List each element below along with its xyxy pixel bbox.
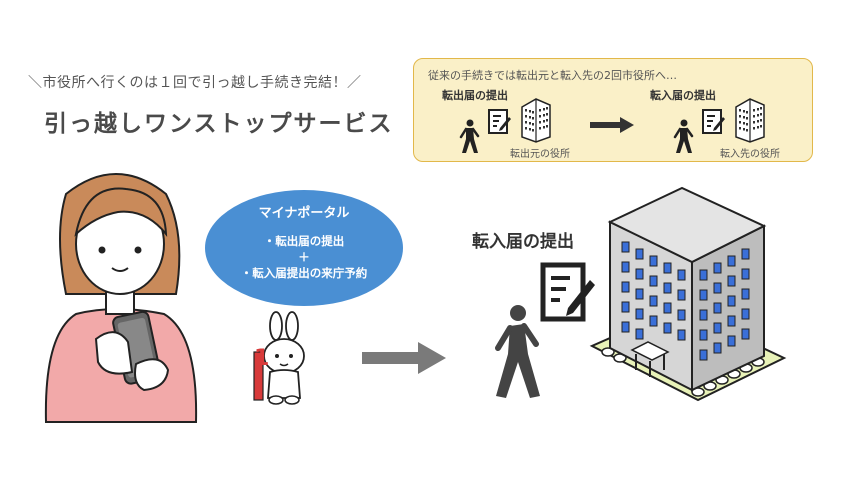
mynaportal-line-move-out: ・転出届の提出: [263, 234, 345, 248]
move-out-office-caption: 転出元の役所: [510, 149, 570, 160]
city-office-building-icon-2: [735, 98, 765, 143]
move-in-label: 転入届の提出: [472, 232, 574, 252]
city-office-building-icon: [521, 98, 551, 143]
woman-with-smartphone-illustration: [44, 173, 198, 423]
page-title: 引っ越しワンストップサービス: [44, 111, 394, 137]
catchphrase: ＼市役所へ行くのは１回で引っ越し手続き完結！／: [28, 75, 362, 91]
mynaportal-plus: ＋: [298, 250, 310, 264]
walking-person-icon-2: [673, 119, 694, 153]
city-office-building-large-illustration: [589, 186, 787, 402]
old-procedure-note: 従来の手続きでは転出元と転入先の2回市役所へ…: [428, 69, 677, 82]
mynaportal-title: マイナポータル: [258, 206, 350, 221]
walking-person-icon: [459, 119, 480, 153]
mascot-rabbit: 1: [246, 311, 318, 408]
form-document-icon-2: [702, 109, 725, 134]
form-document-icon: [488, 109, 511, 134]
move-out-label: 転出届の提出: [442, 89, 508, 102]
small-arrow-right-icon: [590, 117, 634, 133]
mynaportal-bubble: マイナポータル ・転出届の提出 ＋ ・転入届提出の来庁予約: [205, 190, 403, 306]
mascot-number: 1: [254, 346, 270, 371]
walking-person-large-icon: [495, 305, 540, 398]
move-in-label-small: 転入届の提出: [650, 89, 716, 102]
move-in-office-caption: 転入先の役所: [720, 149, 780, 160]
mynaportal-line-reservation: ・転入届提出の来庁予約: [240, 266, 368, 280]
old-procedure-box: 従来の手続きでは転出元と転入先の2回市役所へ… 転出届の提出 転出元の役所 転入…: [413, 58, 813, 162]
arrow-right-icon: [362, 342, 446, 374]
form-document-large-icon: [540, 262, 595, 322]
